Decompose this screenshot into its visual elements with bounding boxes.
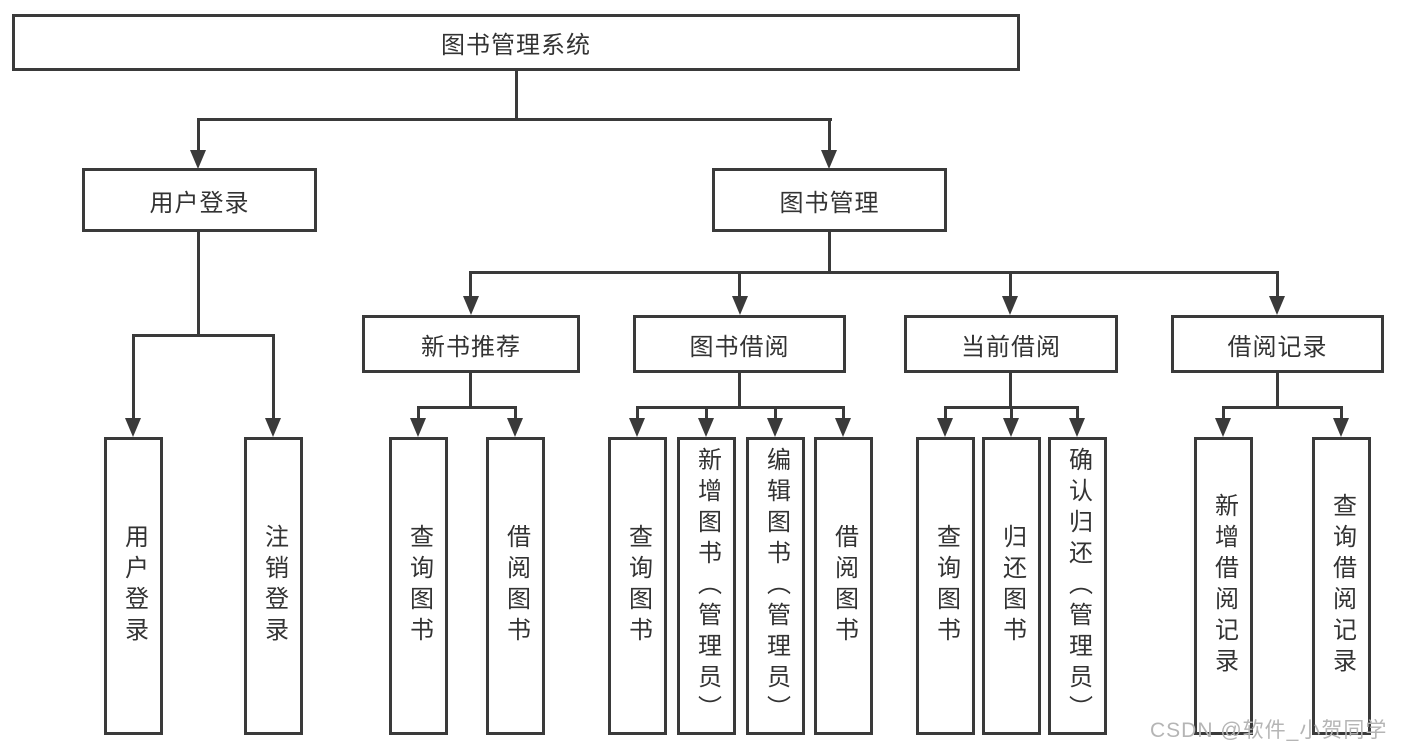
- arrow-down-icon: [732, 296, 748, 315]
- connector-line: [1222, 406, 1225, 419]
- connector-line: [417, 406, 517, 409]
- node-borrowing-records: 借阅记录: [1171, 315, 1384, 373]
- connector-line: [636, 406, 639, 419]
- connector-line: [132, 334, 135, 419]
- node-root-system: 图书管理系统: [12, 14, 1020, 71]
- connector-line: [515, 70, 518, 118]
- node-label: 注销登录: [260, 524, 288, 648]
- connector-line: [132, 334, 275, 337]
- arrow-down-icon: [1003, 418, 1019, 437]
- arrow-down-icon: [410, 418, 426, 437]
- node-book-management: 图书管理: [712, 168, 947, 232]
- arrow-down-icon: [821, 150, 837, 169]
- connector-line: [197, 118, 832, 121]
- leaf-user-login: 用户登录: [104, 437, 163, 735]
- connector-line: [272, 334, 275, 419]
- connector-line: [1276, 373, 1279, 406]
- node-label: 编辑图书（管理员）: [762, 446, 790, 726]
- node-label: 借阅图书: [830, 524, 858, 648]
- arrow-down-icon: [629, 418, 645, 437]
- node-label: 借阅记录: [1227, 333, 1328, 361]
- connector-line: [828, 118, 831, 151]
- node-label: 新书推荐: [421, 333, 521, 361]
- arrow-down-icon: [265, 418, 281, 437]
- leaf-logout-login: 注销登录: [244, 437, 303, 735]
- connector-line: [469, 271, 472, 297]
- connector-line: [738, 373, 741, 406]
- arrow-down-icon: [1069, 418, 1085, 437]
- node-label: 查询图书: [932, 524, 960, 648]
- arrow-down-icon: [835, 418, 851, 437]
- node-label: 查询借阅记录: [1328, 493, 1356, 679]
- node-label: 图书借阅: [689, 333, 790, 361]
- arrow-down-icon: [463, 296, 479, 315]
- arrow-down-icon: [507, 418, 523, 437]
- leaf-recommend-query-books: 查询图书: [389, 437, 448, 735]
- node-label: 查询图书: [624, 524, 652, 648]
- node-label: 用户登录: [149, 189, 250, 217]
- connector-line: [469, 271, 1279, 274]
- node-label: 新增借阅记录: [1210, 493, 1238, 679]
- connector-line: [774, 406, 777, 419]
- connector-line: [1076, 406, 1079, 419]
- leaf-borrowing-add-books-admin: 新增图书（管理员）: [677, 437, 736, 735]
- connector-line: [197, 118, 200, 151]
- arrow-down-icon: [125, 418, 141, 437]
- connector-line: [1010, 406, 1013, 419]
- leaf-current-confirm-return-admin: 确认归还（管理员）: [1048, 437, 1107, 735]
- node-label: 图书管理系统: [441, 32, 591, 59]
- connector-line: [738, 271, 741, 297]
- connector-line: [828, 232, 831, 271]
- connector-line: [1276, 271, 1279, 297]
- node-label: 借阅图书: [502, 524, 530, 648]
- node-new-book-recommend: 新书推荐: [362, 315, 580, 373]
- leaf-borrowing-borrow-books: 借阅图书: [814, 437, 873, 735]
- arrow-down-icon: [1269, 296, 1285, 315]
- connector-line: [1009, 373, 1012, 406]
- connector-line: [842, 406, 845, 419]
- node-label: 归还图书: [998, 524, 1026, 648]
- connector-line: [944, 406, 947, 419]
- connector-line: [197, 232, 200, 334]
- node-book-borrowing: 图书借阅: [633, 315, 846, 373]
- connector-line: [636, 406, 845, 409]
- leaf-records-query-record: 查询借阅记录: [1312, 437, 1371, 735]
- node-label: 查询图书: [405, 524, 433, 648]
- leaf-recommend-borrow-books: 借阅图书: [486, 437, 545, 735]
- connector-line: [514, 406, 517, 419]
- watermark: CSDN @软件_小贺同学: [1150, 719, 1388, 742]
- leaf-borrowing-query-books: 查询图书: [608, 437, 667, 735]
- arrow-down-icon: [937, 418, 953, 437]
- leaf-records-add-record: 新增借阅记录: [1194, 437, 1253, 735]
- connector-line: [1009, 271, 1012, 297]
- connector-line: [705, 406, 708, 419]
- connector-line: [469, 373, 472, 406]
- node-label: 用户登录: [120, 524, 148, 648]
- leaf-current-return-books: 归还图书: [982, 437, 1041, 735]
- connector-line: [1222, 406, 1343, 409]
- arrow-down-icon: [190, 150, 206, 169]
- leaf-borrowing-edit-books-admin: 编辑图书（管理员）: [746, 437, 805, 735]
- node-user-login: 用户登录: [82, 168, 317, 232]
- arrow-down-icon: [1215, 418, 1231, 437]
- node-label: 图书管理: [779, 189, 880, 217]
- arrow-down-icon: [698, 418, 714, 437]
- connector-line: [1340, 406, 1343, 419]
- leaf-current-query-books: 查询图书: [916, 437, 975, 735]
- node-label: 当前借阅: [961, 333, 1061, 361]
- node-label: 确认归还（管理员）: [1064, 446, 1092, 726]
- arrow-down-icon: [767, 418, 783, 437]
- node-current-borrowing: 当前借阅: [904, 315, 1118, 373]
- node-label: 新增图书（管理员）: [693, 446, 721, 726]
- connector-line: [417, 406, 420, 419]
- arrow-down-icon: [1333, 418, 1349, 437]
- arrow-down-icon: [1002, 296, 1018, 315]
